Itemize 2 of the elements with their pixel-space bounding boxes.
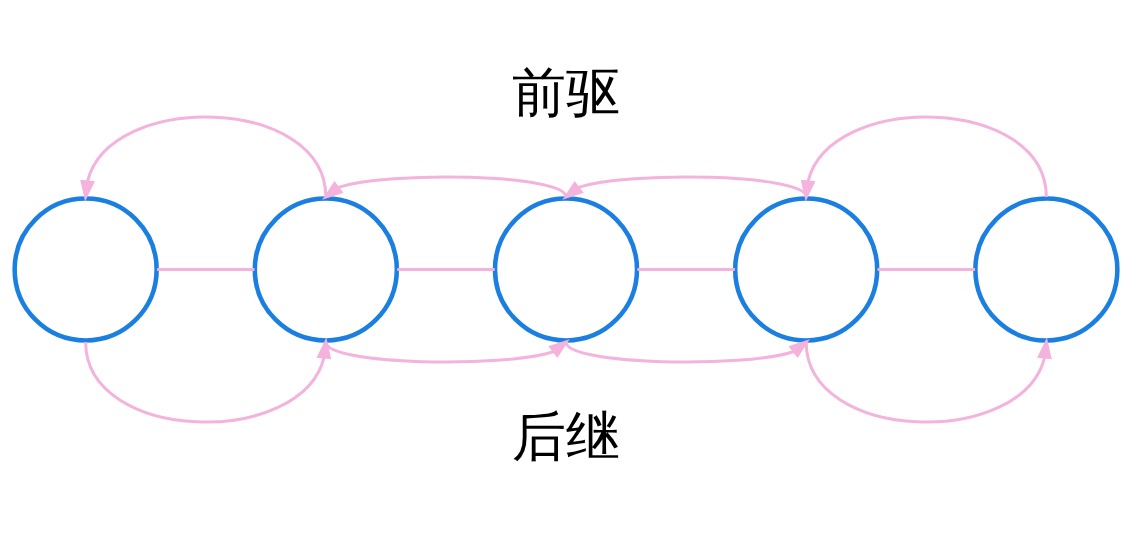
- label: 后继: [512, 404, 620, 468]
- label: 前驱: [512, 60, 620, 124]
